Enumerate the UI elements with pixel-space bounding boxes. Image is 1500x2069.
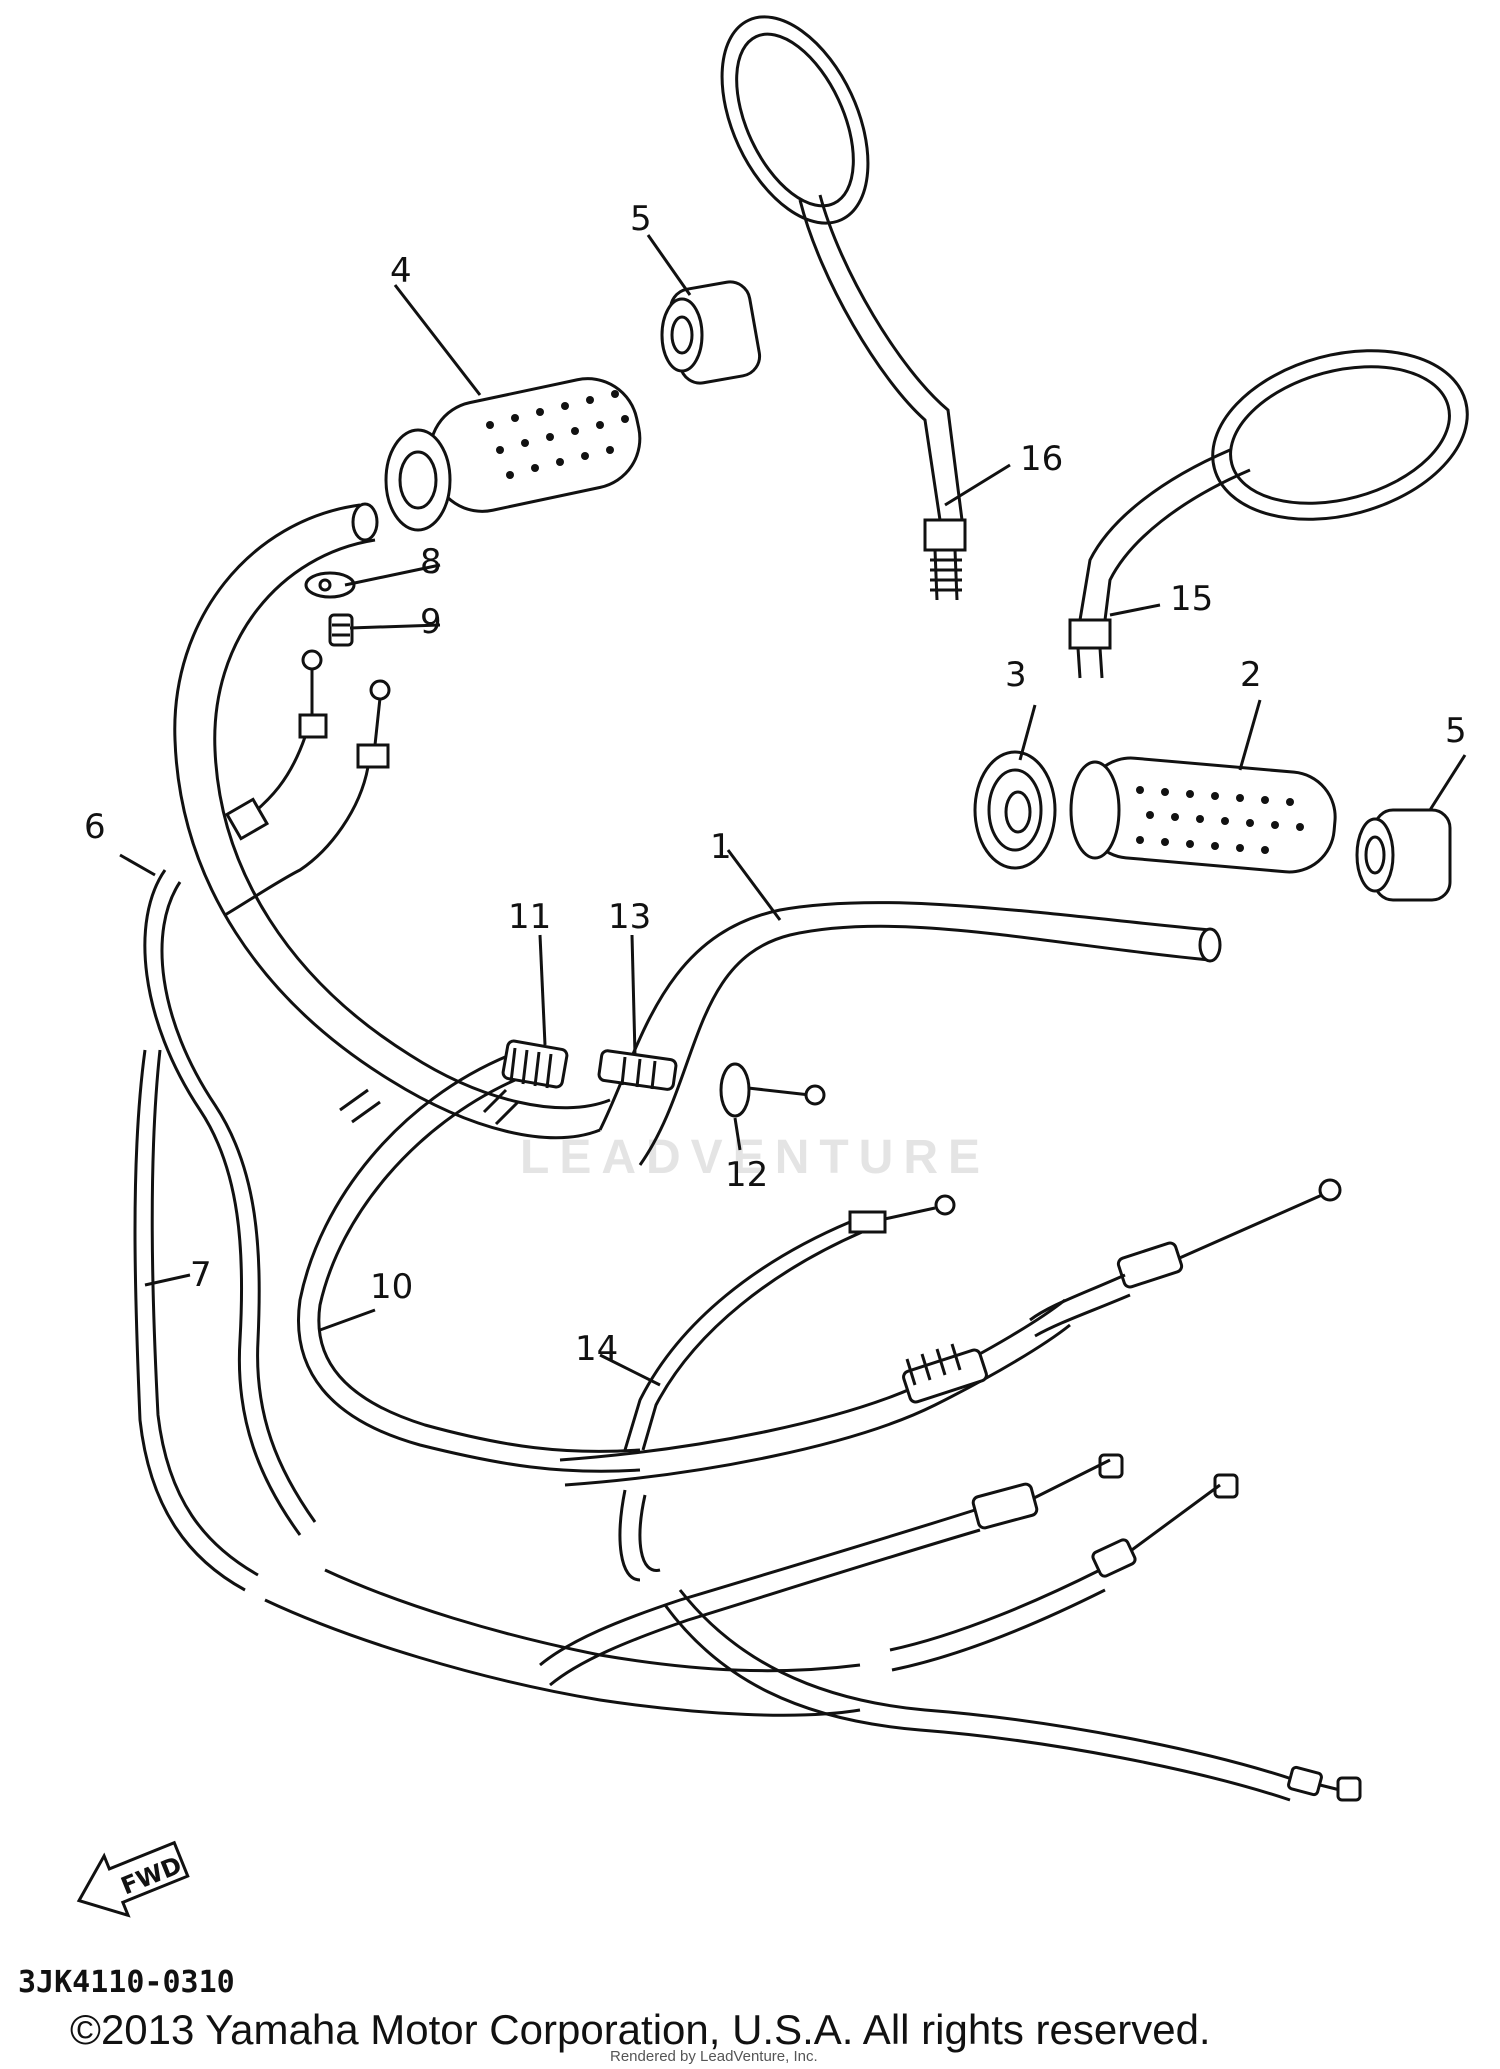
callout-2: 2: [1240, 655, 1262, 695]
part-2-right-grip: [1069, 756, 1337, 874]
clutch-cable: [902, 1178, 1342, 1404]
part-13-adjuster-nut: [597, 1049, 678, 1091]
callout-13: 13: [608, 897, 651, 937]
callout-4: 4: [390, 251, 412, 291]
part-4-left-grip: [384, 377, 642, 532]
grip-dot-pattern-right: [1136, 786, 1304, 854]
part-15-right-mirror: [1068, 349, 1469, 679]
part-14-cable: [618, 1194, 956, 1582]
part-5-grip-end-lower: [1355, 808, 1452, 902]
callout-1: 1: [710, 827, 732, 867]
copyright-notice: ©2013 Yamaha Motor Corporation, U.S.A. A…: [70, 2006, 1211, 2053]
callout-5-upper: 5: [630, 199, 652, 239]
callout-15: 15: [1170, 579, 1213, 619]
diagram-code: 3JK4110-0310: [18, 1965, 235, 2000]
leader-lines: [119, 234, 1467, 1387]
callout-3: 3: [1005, 655, 1027, 695]
callout-9: 9: [420, 602, 442, 642]
callout-6: 6: [84, 807, 106, 847]
part-5-grip-end-upper: [660, 280, 762, 385]
part-12-locknut: [719, 1062, 826, 1118]
part-9-screw: [328, 613, 354, 647]
callout-14: 14: [575, 1329, 618, 1369]
rendered-by-notice: Rendered by LeadVenture, Inc.: [610, 2048, 818, 2065]
part-8-clamp: [304, 571, 356, 599]
part-10-cable: [297, 1053, 1071, 1487]
brake-cable-1: [539, 1453, 1124, 1687]
part-11-adjuster: [501, 1039, 569, 1089]
callout-10: 10: [370, 1267, 413, 1307]
throttle-cable-ends: [224, 649, 391, 917]
part-1-handlebar: [598, 901, 1222, 1166]
callout-5-lower: 5: [1445, 711, 1467, 751]
callout-7: 7: [190, 1255, 212, 1295]
lower-cable: [663, 1589, 1362, 1802]
leadventure-watermark: LEADVENTURE: [520, 1131, 991, 1184]
callout-12: 12: [725, 1155, 768, 1195]
callout-16: 16: [1020, 439, 1063, 479]
part-16-left-mirror: [720, 15, 967, 601]
grip-dot-pattern: [486, 390, 629, 479]
brake-cable-2: [889, 1473, 1239, 1672]
fwd-arrow: FWD: [76, 1840, 190, 1918]
part-3-throttle-housing: [973, 750, 1057, 870]
callout-11: 11: [508, 897, 551, 937]
callout-8: 8: [420, 542, 442, 582]
part-6-7-throttle-cables: [133, 869, 861, 1717]
